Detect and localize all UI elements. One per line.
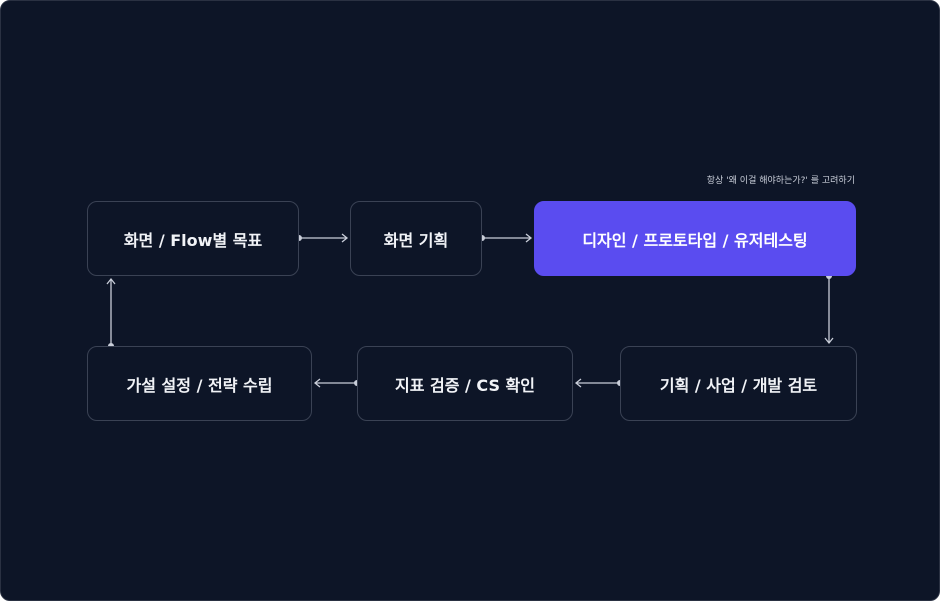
- node-screen-planning: 화면 기획: [350, 201, 482, 276]
- connector-n3-n4: [824, 273, 834, 345]
- node-metric-cs-check: 지표 검증 / CS 확인: [357, 346, 573, 421]
- connector-n4-n5: [574, 378, 623, 388]
- node-design-prototype-usertest: 디자인 / 프로토타입 / 유저테스팅: [534, 201, 856, 276]
- node-hypothesis-strategy: 가설 설정 / 전략 수립: [87, 346, 312, 421]
- guideline-note: 항상 '왜 이걸 해야하는가?' 를 고려하기: [706, 176, 855, 186]
- node-business-dev-review: 기획 / 사업 / 개발 검토: [620, 346, 857, 421]
- connector-n5-n6: [313, 378, 360, 388]
- connector-n6-n1: [106, 277, 116, 349]
- connector-n2-n3: [479, 233, 533, 243]
- node-screen-flow-goal: 화면 / Flow별 목표: [87, 201, 299, 276]
- connector-n1-n2: [296, 233, 349, 243]
